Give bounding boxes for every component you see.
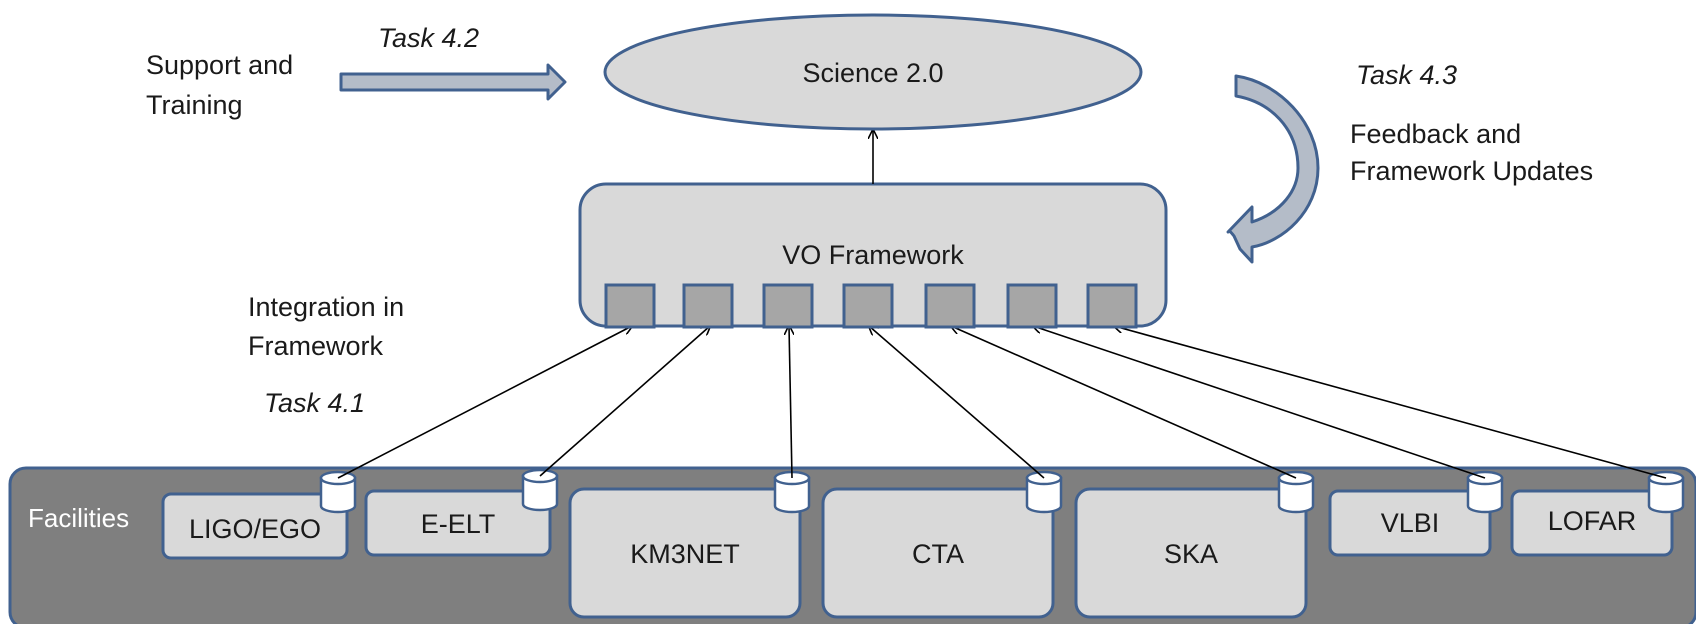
facility-label-e-elt: E-ELT: [421, 509, 496, 539]
support-label-line2: Training: [146, 90, 243, 120]
facility-vlbi: VLBI: [1328, 489, 1492, 557]
facilities-title: Facilities: [28, 503, 129, 533]
vo-slot-4: [842, 283, 894, 329]
integration-label-line2: Framework: [248, 331, 384, 361]
feedback-label-line2: Framework Updates: [1350, 156, 1593, 186]
facility-label-ska: SKA: [1164, 539, 1218, 569]
facility-e-elt: E-ELT: [364, 489, 552, 557]
vo-framework-label: VO Framework: [782, 240, 964, 270]
task-4-1-label: Task 4.1: [264, 388, 365, 418]
integration-label-line1: Integration in: [248, 292, 404, 322]
science-ellipse: [603, 13, 1143, 131]
feedback-curved-arrow: [1226, 74, 1320, 264]
arrow-lofar-to-slot-7: [1114, 326, 1667, 479]
arrow-eelt-to-slot-2: [539, 326, 710, 477]
vo-slot-1: [604, 283, 656, 329]
vo-slot-6: [1006, 283, 1058, 329]
arrow-ligo-to-slot-1: [337, 326, 632, 479]
support-arrow: [339, 63, 567, 101]
feedback-label-line1: Feedback and: [1350, 119, 1521, 149]
vo-slot-5: [924, 283, 976, 329]
arrow-ska-to-slot-5: [951, 326, 1297, 479]
task-4-2-label: Task 4.2: [378, 23, 479, 53]
facility-label-vlbi: VLBI: [1381, 508, 1440, 538]
facility-ska: SKA: [1074, 487, 1308, 619]
arrow-km3net-to-slot-3: [789, 326, 792, 479]
facility-ligo-ego: LIGO/EGO: [161, 492, 349, 560]
facility-cta: CTA: [821, 487, 1055, 619]
vo-slot-3: [762, 283, 814, 329]
facility-km3net: KM3NET: [568, 487, 802, 619]
vo-slot-2: [682, 283, 734, 329]
database-icon: [1277, 470, 1315, 514]
vo-framework-slots: [604, 283, 1138, 329]
facility-lofar: LOFAR: [1510, 489, 1674, 557]
task-4-3-label: Task 4.3: [1356, 60, 1457, 90]
science-label: Science 2.0: [802, 58, 943, 88]
arrow-vlbi-to-slot-6: [1033, 326, 1486, 479]
vo-slot-7: [1086, 283, 1138, 329]
facility-label-lofar: LOFAR: [1548, 506, 1637, 536]
facility-label-ligo-ego: LIGO/EGO: [189, 514, 321, 544]
facility-label-km3net: KM3NET: [630, 539, 740, 569]
arrow-cta-to-slot-4: [869, 326, 1045, 479]
integration-arrows: [337, 326, 1667, 479]
support-label-line1: Support and: [146, 50, 293, 80]
facility-label-cta: CTA: [912, 539, 964, 569]
